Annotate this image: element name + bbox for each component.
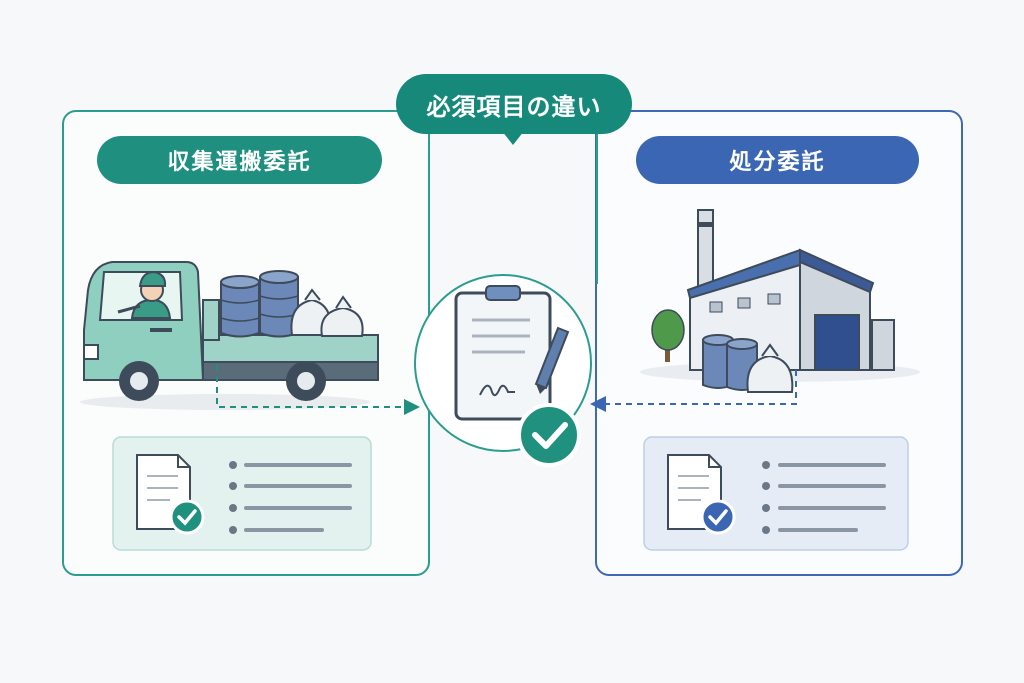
check-icon	[517, 403, 581, 467]
center-divider	[428, 132, 598, 284]
tree-icon	[651, 309, 685, 362]
flow-arrow-left	[216, 365, 420, 415]
collection-transport-title: 収集運搬委託	[97, 136, 382, 184]
driver-icon	[117, 270, 172, 319]
collection-document-card	[112, 436, 372, 551]
disposal-document-card	[643, 436, 909, 551]
waste-bag-icon	[290, 288, 364, 337]
header-pointer	[502, 131, 524, 145]
required-items-title: 必須項目の違い	[396, 74, 632, 134]
flow-arrow-right	[590, 370, 797, 412]
disposal-title: 処分委託	[636, 136, 919, 184]
waste-bag-icon	[746, 343, 794, 393]
check-icon	[700, 499, 736, 535]
pen-icon	[534, 326, 570, 394]
drum-icon	[220, 270, 299, 338]
clipboard-icon	[454, 285, 552, 421]
check-icon	[169, 499, 205, 535]
